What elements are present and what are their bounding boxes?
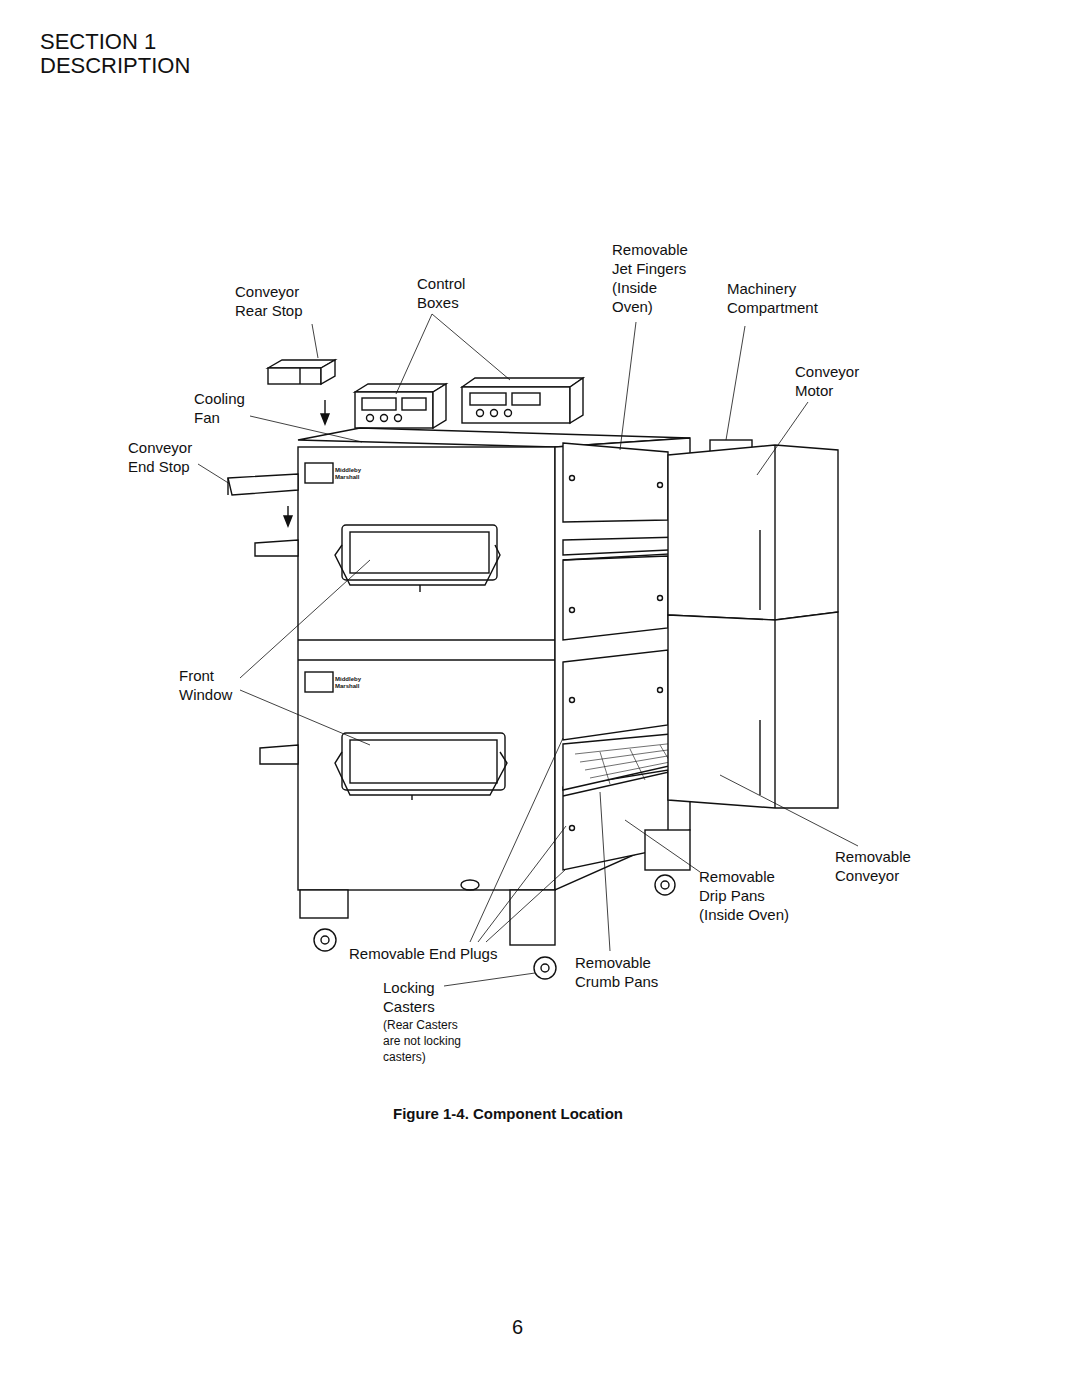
part-label: Conveyor End Stop — [128, 438, 203, 476]
part-label: Control Boxes — [417, 274, 477, 312]
oven-body — [298, 428, 690, 890]
part-label: Removable Crumb Pans — [575, 953, 665, 991]
part-label: Cooling Fan — [194, 389, 259, 427]
part-label: Removable Jet Fingers (Inside Oven) — [612, 240, 696, 316]
page-number: 6 — [512, 1318, 523, 1337]
part-label: Removable Drip Pans (Inside Oven) — [699, 867, 794, 924]
note: (Rear Casters are not locking casters) — [383, 1017, 478, 1065]
machinery-compartment — [668, 440, 838, 808]
part-label: Conveyor Rear Stop — [235, 282, 320, 320]
leader-lines — [198, 314, 858, 986]
part-label: Removable Conveyor — [835, 847, 920, 885]
part-label: Removable End Plugs — [349, 944, 497, 963]
brand-logo: Middleby Marshall — [335, 676, 361, 690]
part-label: Front Window — [179, 666, 239, 704]
control-boxes — [355, 378, 583, 428]
figure-caption: Figure 1-4. Component Location — [393, 1104, 623, 1123]
part-label: Conveyor Motor — [795, 362, 870, 400]
brand-logo: Middleby Marshall — [335, 467, 361, 481]
section-title: SECTION 1 DESCRIPTION — [40, 30, 220, 78]
part-label: Locking Casters — [383, 978, 443, 1016]
part-label: Machinery Compartment — [727, 279, 827, 317]
